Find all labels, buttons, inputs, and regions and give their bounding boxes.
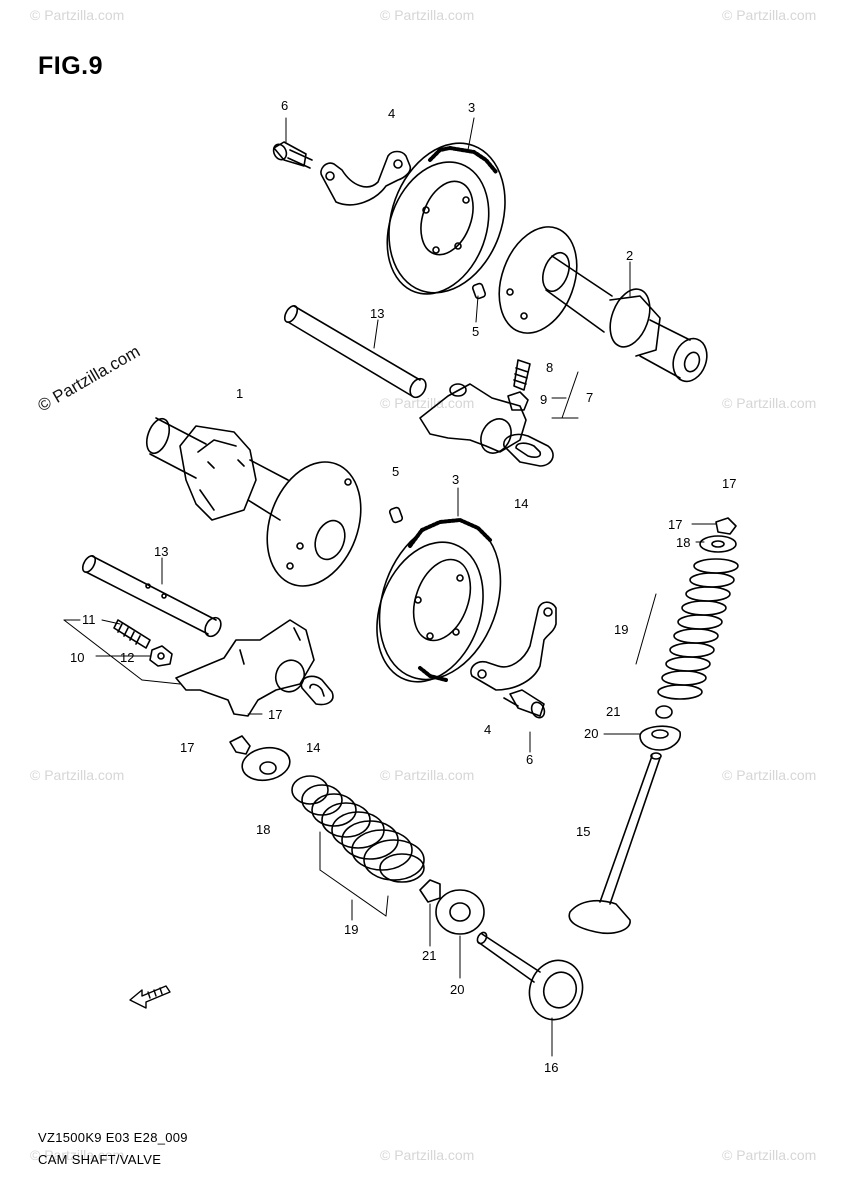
callout-21: 21 — [606, 704, 620, 719]
camshaft-part-1 — [145, 417, 362, 587]
model-code: VZ1500K9 E03 E28_009 — [38, 1130, 188, 1145]
callout-19: 19 — [344, 922, 358, 937]
callout-20: 20 — [450, 982, 464, 997]
rocker-shaft-part-13 — [283, 305, 427, 399]
leader-lines — [63, 117, 717, 1057]
callout-9: 9 — [540, 392, 547, 407]
callout-17: 17 — [722, 476, 736, 491]
rocker-shaft-part-13 — [81, 555, 222, 638]
watermark: © Partzilla.com — [380, 7, 474, 23]
bolt-part-6 — [503, 689, 546, 719]
retainer-part-18 — [699, 535, 737, 553]
valve-seal-part-21 — [419, 879, 441, 903]
callout-1: 1 — [236, 386, 243, 401]
nut-part-12 — [149, 645, 173, 667]
retainer-part-18 — [241, 746, 291, 782]
watermark-main: © Partzilla.com — [35, 342, 144, 416]
callout-19: 19 — [614, 622, 628, 637]
callout-13: 13 — [370, 306, 384, 321]
pin-part-5 — [388, 506, 404, 524]
callout-2: 2 — [626, 248, 633, 263]
watermark: © Partzilla.com — [722, 1147, 816, 1163]
watermark: © Partzilla.com — [30, 7, 124, 23]
callout-labels: 6 4 3 2 13 5 8 1 9 7 5 3 17 14 17 18 13 … — [70, 98, 736, 1075]
callout-17: 17 — [668, 517, 682, 532]
callout-5: 5 — [392, 464, 399, 479]
valve-part-15 — [568, 752, 662, 935]
callout-7: 7 — [586, 390, 593, 405]
valve-spring-part-19 — [657, 558, 739, 700]
watermark: © Partzilla.com — [30, 1147, 124, 1163]
camshaft-part-2 — [498, 226, 708, 383]
callout-13: 13 — [154, 544, 168, 559]
callout-12: 12 — [120, 650, 134, 665]
callout-3: 3 — [468, 100, 475, 115]
callout-21: 21 — [422, 948, 436, 963]
plate-part-4 — [470, 601, 557, 691]
callout-17: 17 — [180, 740, 194, 755]
callout-11: 11 — [82, 612, 96, 627]
watermark: © Partzilla.com — [722, 767, 816, 783]
spring-seat-part-20 — [639, 725, 681, 751]
callout-8: 8 — [546, 360, 553, 375]
cotter-part-17 — [715, 517, 737, 535]
front-direction-arrow-icon — [129, 985, 171, 1009]
callout-14: 14 — [514, 496, 528, 511]
callout-17: 17 — [268, 707, 282, 722]
nut-part-9 — [507, 391, 529, 411]
callout-4: 4 — [484, 722, 491, 737]
watermark: © Partzilla.com — [30, 767, 124, 783]
watermark: © Partzilla.com — [722, 7, 816, 23]
callout-16: 16 — [544, 1060, 558, 1075]
callout-6: 6 — [526, 752, 533, 767]
callout-6: 6 — [281, 98, 288, 113]
cotter-part-17 — [229, 735, 251, 755]
rocker-arm-part-10 — [175, 619, 315, 717]
valve-seal-part-21 — [655, 705, 673, 719]
pad-part-14 — [503, 433, 554, 467]
valve-spring-part-19 — [291, 775, 425, 883]
pin-part-5 — [471, 282, 487, 300]
rocker-arm-part-7 — [419, 383, 527, 454]
callout-10: 10 — [70, 650, 84, 665]
plate-part-4 — [320, 150, 412, 206]
gear-part-3 — [386, 142, 506, 295]
callout-14: 14 — [306, 740, 320, 755]
adjust-screw-part-8 — [513, 359, 531, 391]
bolt-part-6 — [272, 141, 313, 169]
gear-part-3 — [376, 518, 502, 683]
callout-18: 18 — [676, 535, 690, 550]
pad-part-14 — [300, 675, 334, 706]
callout-3: 3 — [452, 472, 459, 487]
watermark: © Partzilla.com — [380, 767, 474, 783]
figure-title: FIG.9 — [38, 52, 104, 80]
adjust-screw-part-11 — [113, 619, 151, 649]
callout-15: 15 — [576, 824, 590, 839]
spring-seat-part-20 — [435, 889, 485, 935]
section-name: CAM SHAFT/VALVE — [38, 1152, 162, 1167]
watermark: © Partzilla.com — [722, 395, 816, 411]
watermark: © Partzilla.com — [380, 395, 474, 411]
callout-5: 5 — [472, 324, 479, 339]
valve-part-16 — [476, 931, 584, 1021]
callout-20: 20 — [584, 726, 598, 741]
callout-18: 18 — [256, 822, 270, 837]
watermark: © Partzilla.com — [380, 1147, 474, 1163]
callout-4: 4 — [388, 106, 395, 121]
